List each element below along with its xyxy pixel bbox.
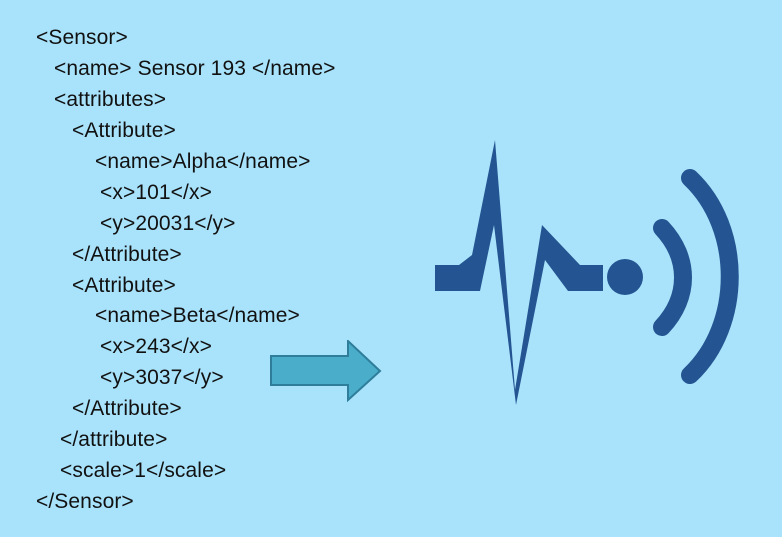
xml-line-attribute-x-alpha: <x>101</x> [100,181,212,204]
xml-line-sensor-open: <Sensor> [36,26,128,49]
xml-line-attributes-close: </attribute> [60,428,168,451]
xml-line-attribute-close-2: </Attribute> [72,397,182,420]
xml-line-attribute-y-beta: <y>3037</y> [100,366,224,389]
signal-wave-inner [653,219,692,336]
xml-line-attribute-x-beta: <x>243</x> [100,335,212,358]
xml-line-attribute-open-2: <Attribute> [72,274,176,297]
xml-line-scale: <scale>1</scale> [60,459,227,482]
xml-line-name: <name> Sensor 193 </name> [54,57,336,80]
sensor-signal-icon [435,140,739,405]
right-arrow-shape [270,340,382,402]
signal-wave-outer [681,169,739,384]
right-arrow-icon [270,340,382,402]
xml-code-block: <Sensor> <name> Sensor 193 </name> <attr… [36,26,336,513]
xml-line-attribute-y-alpha: <y>20031</y> [100,212,236,235]
xml-line-attribute-close-1: </Attribute> [72,243,182,266]
sensor-dot [607,259,643,295]
xml-line-attribute-name-beta: <name>Beta</name> [95,304,300,327]
sensor-waveform [435,140,603,405]
xml-line-sensor-close: </Sensor> [36,490,134,513]
xml-line-attribute-name-alpha: <name>Alpha</name> [95,150,311,173]
xml-line-attributes-open: <attributes> [54,88,167,111]
xml-line-attribute-open-1: <Attribute> [72,119,176,142]
